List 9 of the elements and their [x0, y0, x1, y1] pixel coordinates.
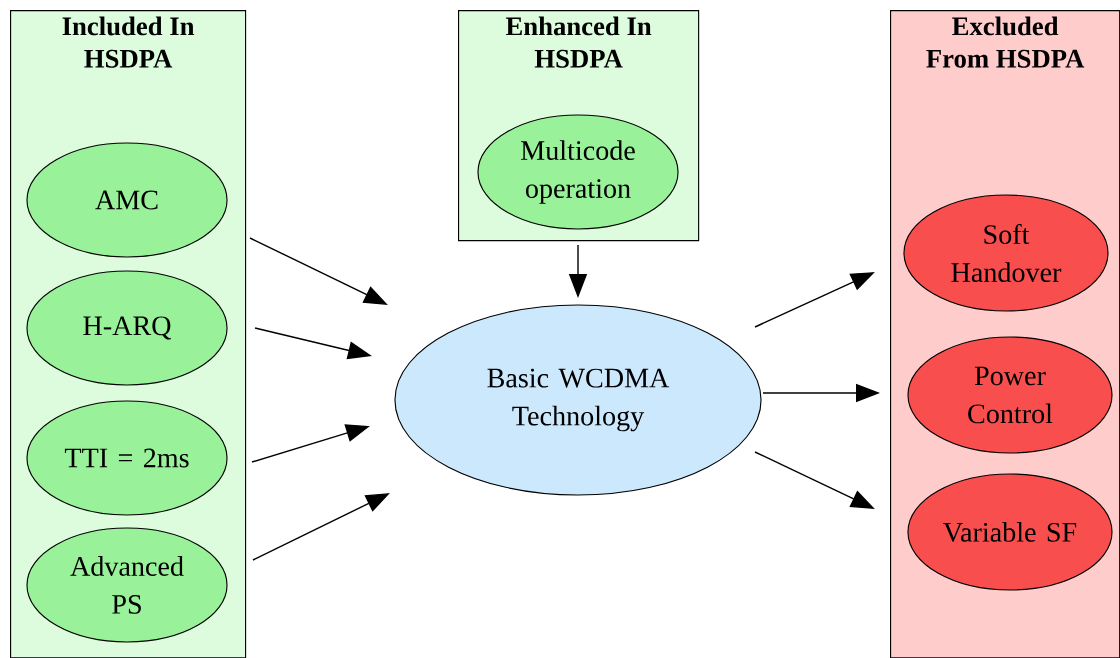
- ellipse-node: Advanced PS: [26, 527, 228, 643]
- ellipse-node: AMC: [26, 142, 228, 258]
- ellipse-node: Basic WCDMA Technology: [394, 304, 762, 496]
- ellipse-node: Variable SF: [907, 473, 1113, 591]
- ellipse-node: TTI = 2ms: [26, 400, 228, 516]
- ellipse-node: Multicode operation: [477, 114, 679, 230]
- ellipse-node: Power Control: [907, 336, 1113, 454]
- ellipse-node: H-ARQ: [26, 270, 228, 386]
- ellipse-node: Soft Handover: [903, 194, 1109, 312]
